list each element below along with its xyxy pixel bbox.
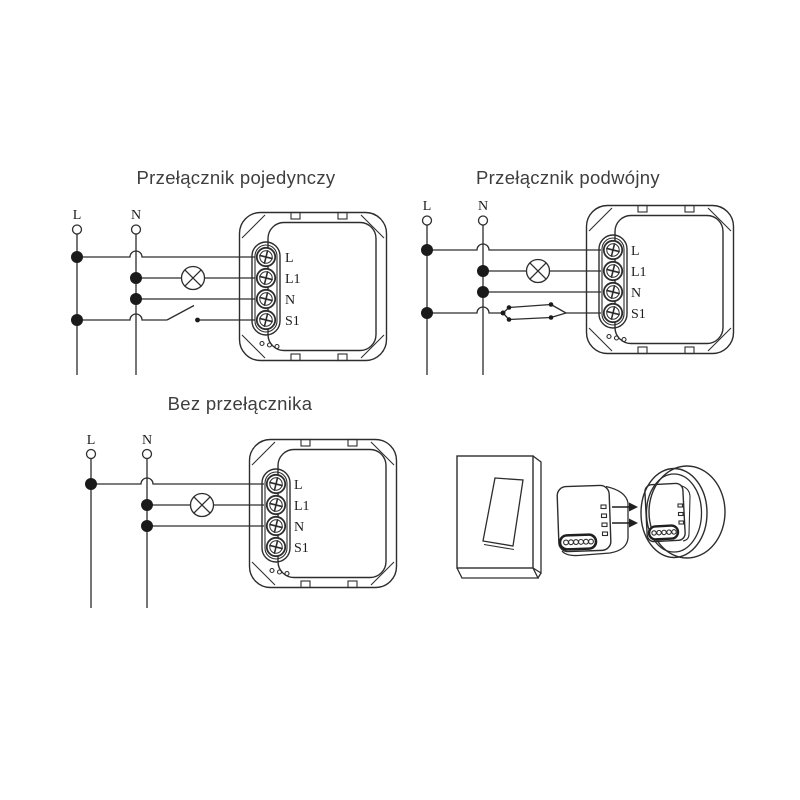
junction-dot [477, 265, 489, 277]
relay-module [240, 213, 387, 361]
module-clip [678, 520, 685, 525]
lamp-icon [525, 258, 551, 284]
module-clip [600, 513, 608, 519]
wire-terminal-circle [130, 224, 142, 235]
junction-dot [71, 251, 83, 263]
junction-dot [130, 293, 142, 305]
lamp-icon [180, 265, 206, 291]
arrow-right-icon [612, 518, 638, 528]
terminal-label-s1: S1 [631, 307, 646, 322]
module-clip [677, 503, 684, 508]
wire-terminal-circle [71, 224, 83, 235]
box-front-rim-outer [640, 467, 708, 559]
junction-dot [85, 478, 97, 490]
wire-terminal-circle [421, 215, 433, 226]
live-wire-label: L [423, 199, 432, 214]
installation-illustration [456, 455, 726, 579]
module-inside-box [644, 482, 691, 543]
smart-relay-module-3d [556, 484, 629, 557]
terminal-label-n: N [285, 293, 295, 308]
terminal-label-l1: L1 [631, 265, 647, 280]
diagram-title: Przełącznik podwójny [476, 167, 660, 188]
module-clip [677, 511, 684, 517]
wire-switch-to-s1 [427, 306, 601, 314]
arrow-right-icon [612, 502, 638, 512]
live-wire-label: L [73, 208, 82, 223]
relay-module [587, 206, 734, 354]
junction-dot [421, 244, 433, 256]
terminal-label-l: L [294, 478, 303, 493]
switch-plate-bottom [456, 567, 540, 579]
switch-plate-side [532, 455, 542, 575]
switch-plate-front [456, 455, 534, 569]
terminal-label-l1: L1 [285, 272, 301, 287]
terminal-label-s1: S1 [294, 541, 309, 556]
round-junction-box [640, 465, 726, 559]
module-depth-outline [561, 485, 629, 557]
module-terminal-strip [647, 524, 680, 541]
wire-terminal-circle [477, 215, 489, 226]
switch-contact-icon [166, 304, 200, 323]
diagram-double-switch: Przełącznik podwójny L N L L1 [421, 167, 734, 375]
diagram-single-switch: Przełącznik pojedynczy L N L L1 N S1 [71, 167, 387, 375]
terminal-label-n: N [631, 286, 641, 301]
junction-dot [71, 314, 83, 326]
junction-dot [141, 499, 153, 511]
junction-dot [141, 520, 153, 532]
module-front-face [556, 484, 612, 553]
neutral-wire-label: N [478, 199, 488, 214]
switch-plate-corner [537, 572, 542, 579]
wire-l-to-module [91, 477, 264, 485]
live-wire-label: L [87, 433, 96, 448]
rocker-button [482, 477, 524, 547]
double-switch-contact-icon [500, 302, 567, 322]
box-body [648, 465, 726, 559]
module-clip [601, 522, 608, 528]
module-front-face [644, 482, 686, 543]
terminal-label-l1: L1 [294, 499, 310, 514]
wire-l-to-module [427, 243, 601, 251]
diagram-title: Przełącznik pojedynczy [137, 167, 336, 188]
terminal-label-l: L [631, 244, 640, 259]
junction-dot [421, 307, 433, 319]
junction-dot [477, 286, 489, 298]
wire-switch-to-s1 [77, 313, 255, 321]
wall-switch-rocker [456, 455, 542, 579]
neutral-wire-label: N [142, 433, 152, 448]
wire-terminal-circle [85, 448, 97, 460]
wire-l-to-module [77, 250, 255, 258]
junction-dot [130, 272, 142, 284]
rocker-shadow-line [483, 543, 515, 551]
module-clip [600, 504, 607, 510]
terminal-label-s1: S1 [285, 314, 300, 329]
wire-terminal-circle [141, 448, 153, 460]
diagram-no-switch: Bez przełącznika L N L L1 N S1 [85, 393, 397, 608]
terminal-label-l: L [285, 251, 294, 266]
module-depth-outline [681, 485, 691, 542]
terminal-label-n: N [294, 520, 304, 535]
lamp-icon [189, 492, 215, 518]
relay-module [250, 440, 397, 588]
neutral-wire-label: N [131, 208, 141, 223]
module-terminal-strip [558, 533, 598, 551]
diagram-title: Bez przełącznika [168, 393, 313, 414]
module-clip [601, 531, 609, 537]
